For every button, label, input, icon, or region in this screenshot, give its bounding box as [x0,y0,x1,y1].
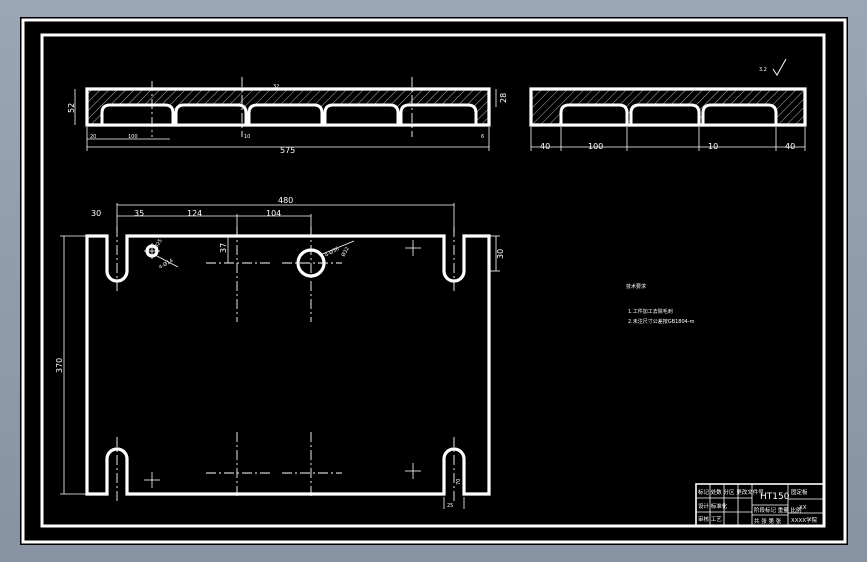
dim-side-right: 40 [785,142,795,151]
dim-side-left: 40 [540,142,550,151]
dim-plan-c: 104 [266,209,281,218]
title-material: HT150 [760,492,790,502]
plan-view-outline [85,234,491,496]
dim-side-slot: 100 [588,142,603,151]
dim-front-right-height: 28 [499,93,508,103]
hole-large-callout: 4-Ø36 [324,245,341,259]
dim-plan-bottom-slot: 25 [447,503,453,509]
hole-large-sub: Ø32 [340,246,351,258]
front-view-outline [85,87,491,127]
roughness-symbol: 3.2 [759,58,787,76]
hole-small-callout: 4-Ø14 [158,257,175,271]
plan-view: 480 30 35 124 104 370 30 37 25 70 4-Ø14 … [55,196,505,509]
dim-plan-slot-height: 70 [456,479,462,485]
dim-front-rib: 10 [244,134,250,140]
drawing-canvas: 3.2 575 52 28 20 [21,18,847,544]
dim-front-slot: 100 [128,134,138,140]
title-sheet-row: 共 张 第 张 [754,517,782,525]
title-drawing-no: XX [799,505,807,511]
front-view-slots [100,103,478,127]
dim-front-total: 575 [280,146,295,155]
notes-title: 技术要求 [626,283,646,290]
dim-side-rib: 10 [708,142,718,151]
notes-line-2: 2.未注尺寸公差按GB1804-m [628,318,695,325]
svg-text:3.2: 3.2 [759,67,767,73]
dim-plan-notch: 30 [496,249,505,259]
side-view: 40 100 10 40 [529,87,807,151]
dim-plan-edge: 30 [91,209,101,218]
title-row-3: 审核 工艺 [698,515,722,523]
dim-front-height: 52 [67,103,76,113]
title-scale-row: 阶段标记 重量 比例 [754,506,802,514]
dim-front-left-offset: 20 [90,134,96,140]
dim-front-top: 32 [273,84,279,90]
title-school: XXXX学院 [791,516,818,524]
notes-line-1: 1.工件加工去除毛刺 [628,308,673,315]
dim-plan-v-offset: 37 [219,243,228,253]
dim-plan-b: 124 [187,209,202,218]
inner-drawing-frame [40,33,826,528]
dim-plan-height: 370 [55,358,64,373]
side-view-outline [529,87,807,127]
dim-front-right-offset: 6 [481,134,484,140]
outer-sheet-border [21,18,847,544]
hole-small-sub: Ø25 [153,238,164,250]
title-row-2: 设计 标准化 [698,502,728,510]
front-view: 575 52 28 20 100 10 6 32 [67,77,508,155]
title-block: HT150 固定板 XX XXXX学院 标记 处数 分区 更改文件号 设计 标准… [695,483,825,527]
title-part-name: 固定板 [791,488,808,496]
dim-plan-overall: 480 [278,196,293,205]
technical-notes: 技术要求 1.工件加工去除毛刺 2.未注尺寸公差按GB1804-m [626,283,695,325]
cad-drawing-viewport[interactable]: 3.2 575 52 28 20 [20,17,848,545]
dim-plan-a: 35 [134,209,144,218]
title-row-1: 标记 处数 分区 更改文件号 [698,488,764,496]
